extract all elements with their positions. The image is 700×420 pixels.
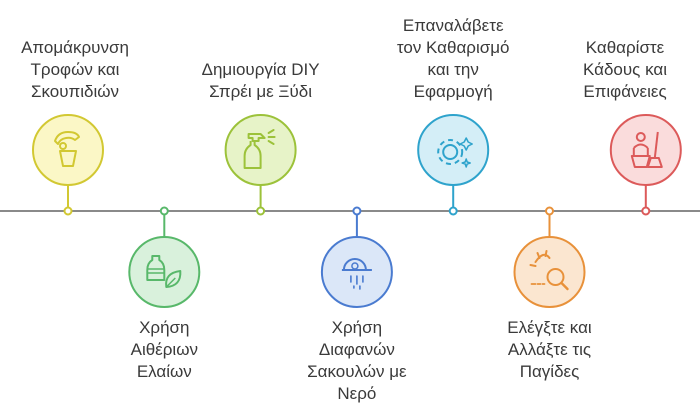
step-icon-circle: [417, 114, 490, 186]
step-icon-circle: [609, 114, 682, 186]
step-node-marker: [256, 206, 266, 216]
step-node-marker: [641, 206, 651, 216]
step-icon-circle: [320, 236, 393, 308]
step-label: Απομάκρυνση Τροφών και Σκουπιδιών: [21, 38, 129, 101]
step-node-marker: [352, 206, 362, 216]
step-node-marker: [545, 206, 554, 216]
cleaner-icon: [630, 131, 663, 168]
step-label: Χρήση Αιθέριων Ελαίων: [130, 318, 198, 381]
step-label: Ελέγξτε και Αλλάξτε τις Παγίδες: [507, 318, 592, 381]
trap-magnifier-icon: [529, 250, 569, 291]
step-node-marker: [159, 206, 169, 216]
step-icon-circle: [224, 114, 297, 186]
step-node-marker: [448, 206, 458, 216]
step-label: Χρήση Διαφανών Σακουλών με Νερό: [307, 318, 407, 403]
spray-bottle-icon: [243, 129, 276, 169]
gear-sparkle-icon: [437, 137, 473, 168]
step-node-marker: [63, 206, 73, 216]
oil-leaf-icon: [146, 255, 182, 288]
step-label: Καθαρίστε Κάδους και Επιφάνειες: [583, 38, 667, 101]
water-bag-icon: [341, 258, 372, 290]
step-label: Δημιουργία DIY Σπρέι με Ξύδι: [201, 60, 320, 101]
step-label: Επαναλάβετε τον Καθαρισμό και την Εφαρμο…: [396, 16, 510, 101]
hand-cup-icon: [54, 131, 80, 167]
